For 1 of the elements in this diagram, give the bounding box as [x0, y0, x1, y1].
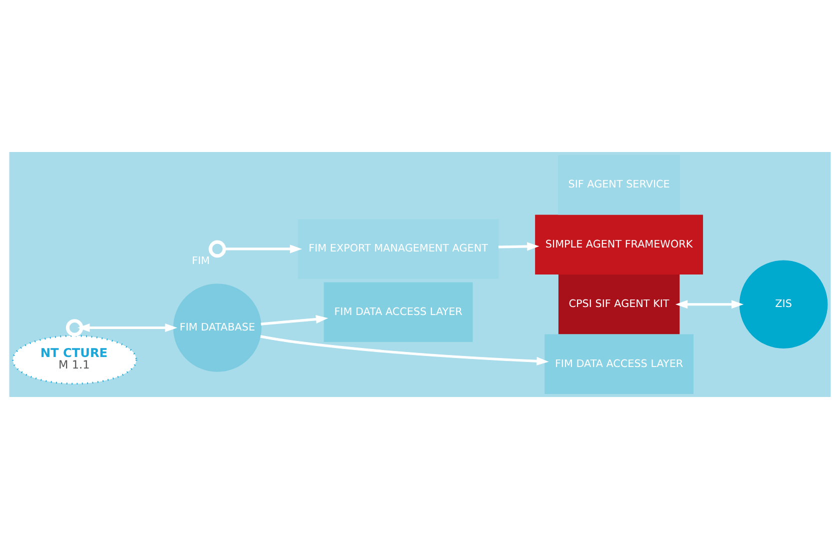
- node-label: FIM: [192, 255, 210, 268]
